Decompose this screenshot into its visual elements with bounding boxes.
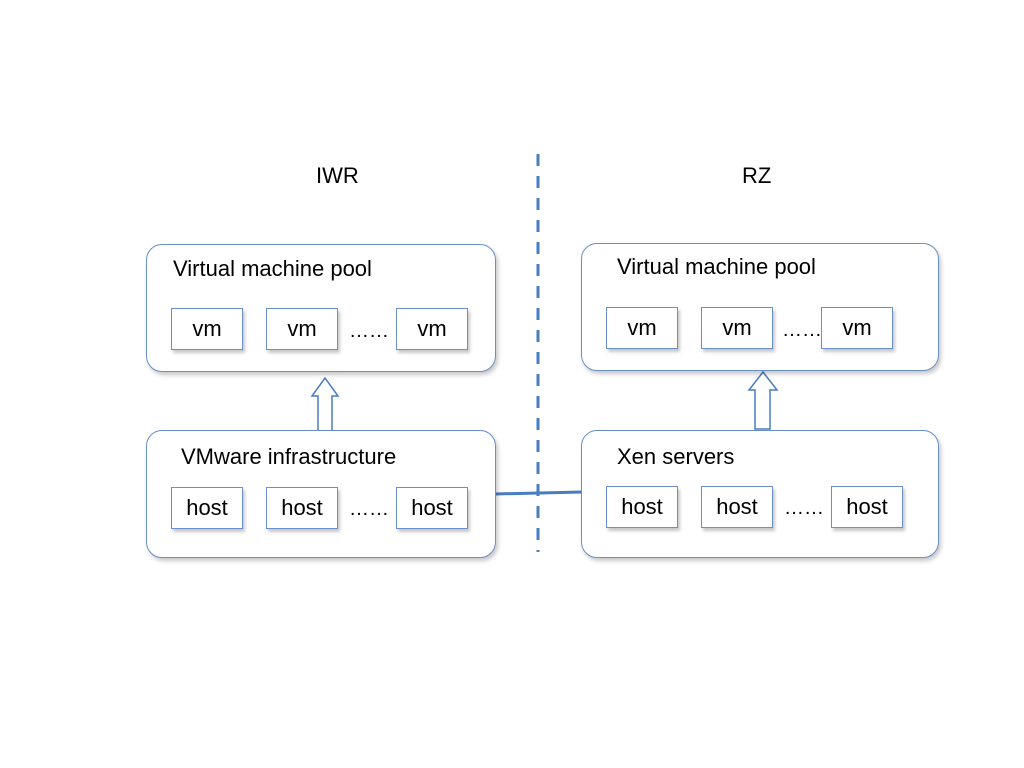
left-vm-box-3: vm xyxy=(396,308,468,350)
right-infra-group: Xen servers host host …… host xyxy=(581,430,939,558)
left-host-ellipsis: …… xyxy=(349,498,389,520)
left-host-box-3: host xyxy=(396,487,468,529)
right-vm-box-1: vm xyxy=(606,307,678,349)
right-host-box-2: host xyxy=(701,486,773,528)
left-zone-title: IWR xyxy=(316,163,359,188)
right-host-ellipsis: …… xyxy=(784,497,824,519)
left-vm-box-1: vm xyxy=(171,308,243,350)
right-vm-ellipsis: …… xyxy=(782,319,822,341)
left-vm-box-2: vm xyxy=(266,308,338,350)
right-host-box-1: host xyxy=(606,486,678,528)
right-zone-title: RZ xyxy=(742,163,772,188)
infra-link-line xyxy=(494,490,583,496)
left-infra-title: VMware infrastructure xyxy=(181,444,397,469)
right-vm-box-2: vm xyxy=(701,307,773,349)
left-vm-pool-group: Virtual machine pool vm vm …… vm xyxy=(146,244,496,372)
right-up-arrow-icon xyxy=(747,370,779,430)
right-vm-box-3: vm xyxy=(821,307,893,349)
left-up-arrow-icon xyxy=(310,376,340,434)
left-host-box-2: host xyxy=(266,487,338,529)
left-infra-group: VMware infrastructure host host …… host xyxy=(146,430,496,558)
left-vm-pool-title: Virtual machine pool xyxy=(173,256,372,281)
left-host-box-1: host xyxy=(171,487,243,529)
right-infra-title: Xen servers xyxy=(617,444,735,469)
right-vm-pool-group: Virtual machine pool vm vm …… vm xyxy=(581,243,939,371)
right-vm-pool-title: Virtual machine pool xyxy=(617,254,816,279)
left-vm-ellipsis: …… xyxy=(349,320,389,342)
right-host-box-3: host xyxy=(831,486,903,528)
